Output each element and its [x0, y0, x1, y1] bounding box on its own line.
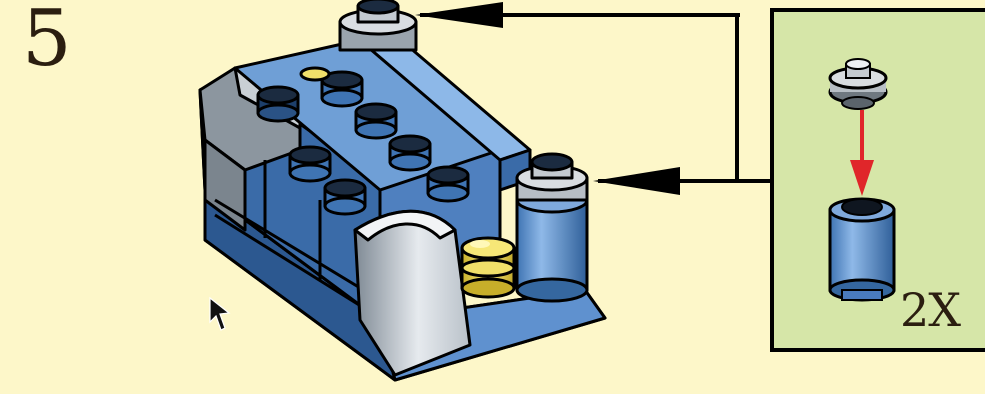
round-brick-assembled-front	[517, 154, 587, 301]
connector-line-vertical	[737, 15, 772, 181]
quantity-label: 2X	[900, 287, 960, 333]
round-brick-assembled-back	[340, 0, 416, 50]
pointer-arrow-icon	[593, 167, 680, 195]
round-brick-part	[830, 199, 894, 300]
step-number: 5	[22, 0, 72, 78]
pointer-arrow-icon	[415, 2, 503, 28]
assembled-model	[200, 0, 605, 380]
yellow-round-plate	[462, 238, 514, 297]
cursor-arrow-icon	[210, 298, 229, 330]
